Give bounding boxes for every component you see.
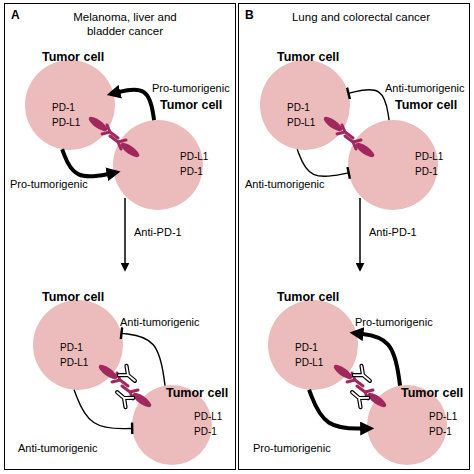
tumor-cell: Tumor cellPD-L1PD-1 (113, 120, 203, 210)
protein-label: PD-L1 (429, 411, 457, 422)
protein-label: PD-L1 (60, 357, 88, 368)
cell-heading: Tumor cell (277, 290, 339, 304)
effect-label: Anti-tumorigenic (120, 316, 199, 328)
panel-letter: B (245, 8, 254, 22)
protein-label: PD-1 (52, 102, 75, 113)
protein-label: PD-1 (295, 342, 318, 353)
cell-heading: Tumor cell (166, 386, 228, 400)
effect-label: Anti-tumorigenic (385, 82, 464, 94)
tumor-cell: Tumor cellPD-1PD-L1 (25, 60, 115, 150)
panel-heading: Lung and colorectal cancer (261, 10, 461, 24)
panel-heading: Melanoma, liver and bladder cancer (55, 10, 195, 39)
cell-heading: Tumor cell (277, 50, 339, 64)
protein-label: PD-L1 (287, 117, 315, 128)
protein-label: PD-L1 (295, 357, 323, 368)
effect-label: Pro-tumorigenic (355, 316, 433, 328)
effect-label: Pro-tumorigenic (10, 178, 88, 190)
treatment-label: Anti-PD-1 (134, 226, 182, 238)
effect-label: Pro-tumorigenic (152, 82, 230, 94)
protein-label: PD-1 (180, 166, 203, 177)
tumor-cell: Tumor cellPD-1PD-L1 (33, 300, 123, 390)
protein-label: PD-1 (60, 342, 83, 353)
tumor-cell: Tumor cellPD-1PD-L1 (268, 300, 358, 390)
panel-letter: A (11, 8, 20, 22)
protein-label: PD-L1 (52, 117, 80, 128)
tumor-cell: Tumor cellPD-L1PD-1 (348, 120, 438, 210)
cell-heading: Tumor cell (395, 98, 457, 112)
tumor-cell: Tumor cellPD-1PD-L1 (260, 60, 350, 150)
protein-label: PD-1 (194, 426, 217, 437)
effect-label: Pro-tumorigenic (253, 442, 331, 454)
tumor-cell: Tumor cellPD-L1PD-1 (132, 385, 212, 465)
panel-box: A Melanoma, liver and bladder cancerTumor… (4, 3, 236, 470)
treatment-label: Anti-PD-1 (369, 226, 417, 238)
protein-label: PD-L1 (415, 151, 443, 162)
cell-heading: Tumor cell (160, 98, 222, 112)
protein-label: PD-1 (429, 426, 452, 437)
effect-label: Anti-tumorigenic (245, 178, 324, 190)
effect-label: Anti-tumorigenic (18, 442, 97, 454)
cell-heading: Tumor cell (401, 386, 463, 400)
protein-label: PD-1 (287, 102, 310, 113)
protein-label: PD-L1 (194, 411, 222, 422)
tumor-cell: Tumor cellPD-L1PD-1 (367, 385, 447, 465)
cell-heading: Tumor cell (42, 50, 104, 64)
protein-label: PD-L1 (180, 151, 208, 162)
cell-heading: Tumor cell (42, 290, 104, 304)
panel-box: BLung and colorectal cancerTumor cellPD-… (238, 3, 470, 470)
protein-label: PD-1 (415, 166, 438, 177)
